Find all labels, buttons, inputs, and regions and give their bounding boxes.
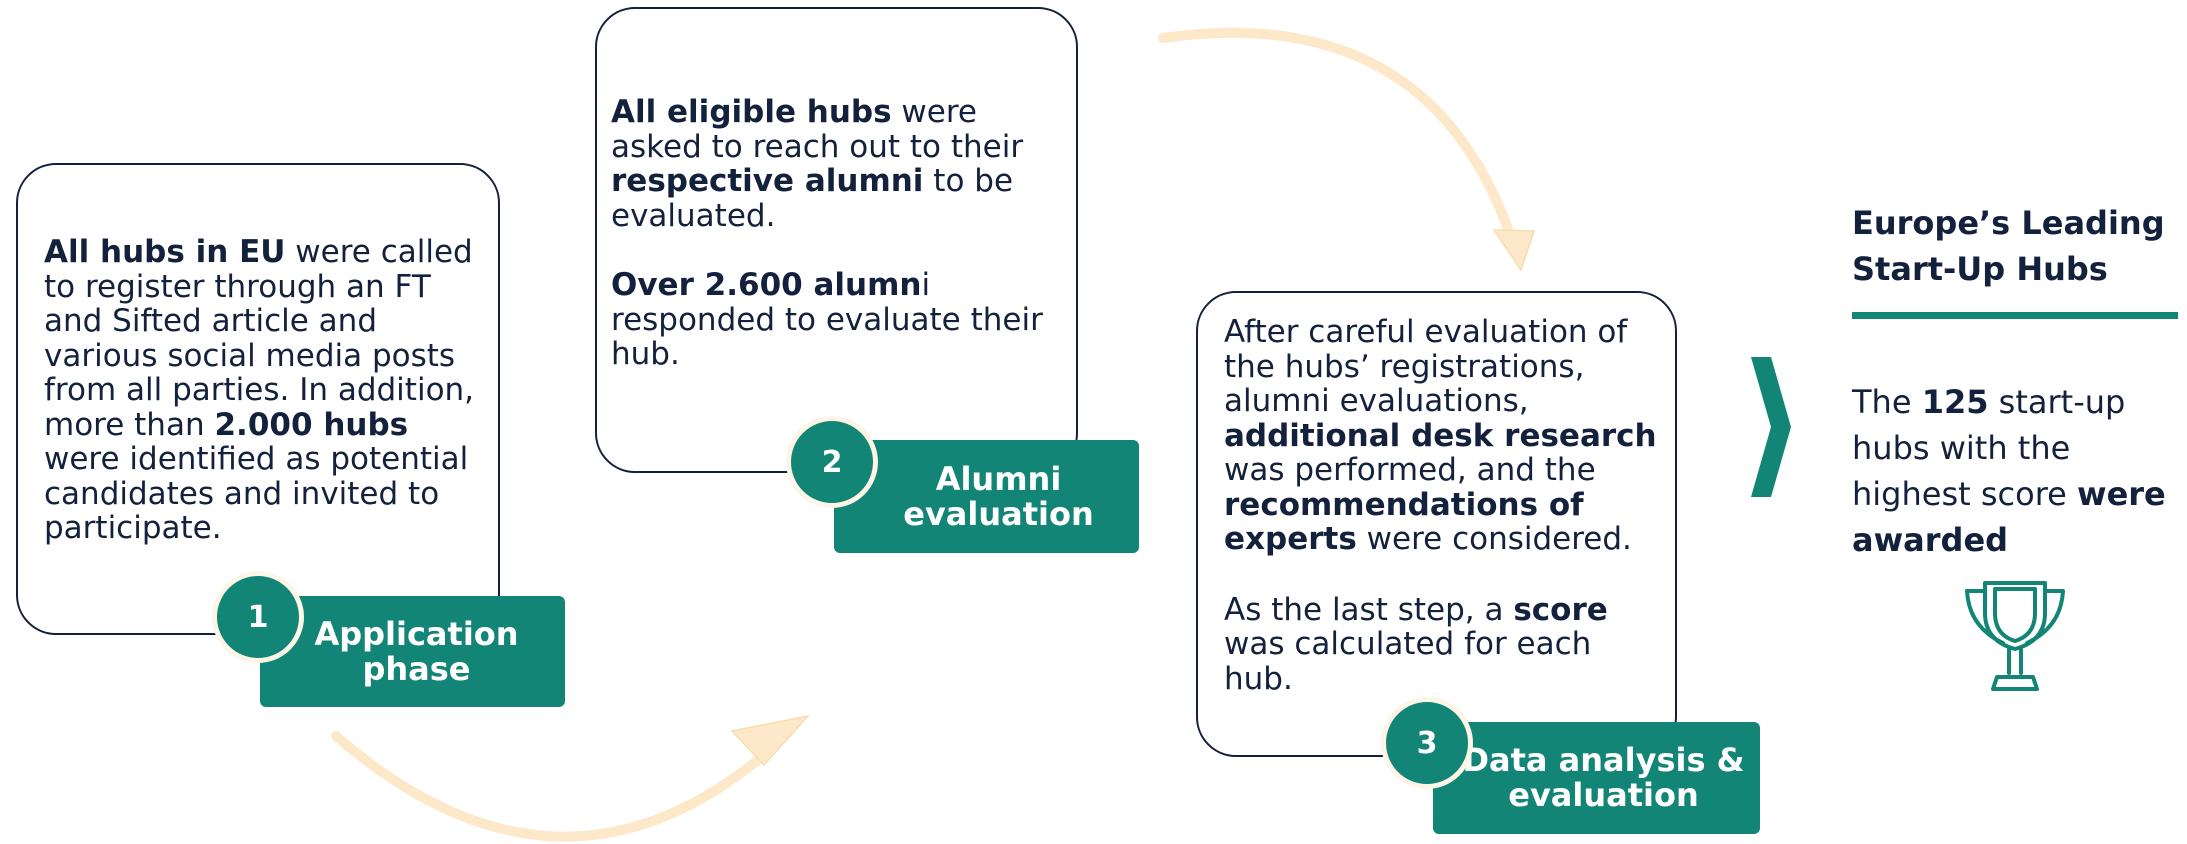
step3-text-2: As the last step, a score was calculated… xyxy=(1224,591,1608,697)
trophy-icon xyxy=(1965,581,2065,691)
chevron-right-icon xyxy=(1751,357,1791,497)
step2-text-2: Over 2.600 alumni responded to evaluate … xyxy=(611,267,1043,372)
step3-label: Data analysis &evaluation xyxy=(1433,722,1760,834)
step3-number-badge: 3 xyxy=(1381,697,1473,789)
arrow-step2-to-step3 xyxy=(1158,27,1517,245)
arrowhead-step2 xyxy=(730,714,811,767)
step2-card: All eligible hubs were asked to reach ou… xyxy=(595,7,1078,473)
arrow-step1-to-step2 xyxy=(331,731,775,842)
step1-card: All hubs in EU were called to register t… xyxy=(16,163,500,635)
step3-text: After careful evaluation of the hubs’ re… xyxy=(1224,314,1657,557)
step1-text: All hubs in EU were called to register t… xyxy=(44,234,475,546)
step2-number-badge: 2 xyxy=(786,416,878,508)
result-text: The 125 start-up hubs with the highest s… xyxy=(1852,383,2166,559)
step1-number-badge: 1 xyxy=(212,571,304,663)
step3-card: After careful evaluation of the hubs’ re… xyxy=(1196,291,1677,757)
arrowhead-step3 xyxy=(1492,229,1536,272)
result-divider xyxy=(1852,312,2178,319)
step2-text: All eligible hubs were asked to reach ou… xyxy=(611,94,1024,234)
